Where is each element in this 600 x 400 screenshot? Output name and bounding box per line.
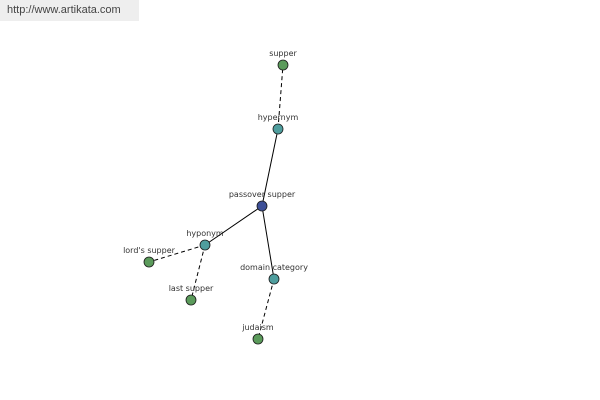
node-hypernym[interactable]: hypernym — [258, 113, 299, 135]
node-hyponym[interactable]: hyponym — [186, 229, 224, 251]
node-label-hypernym: hypernym — [258, 113, 299, 122]
edge-hyponym-to-last-supper — [190, 244, 206, 301]
node-label-lords-supper: lord's supper — [123, 246, 176, 255]
node-marker-hyponym[interactable] — [199, 239, 211, 251]
edge-passover-supper-to-hypernym — [261, 128, 279, 207]
node-marker-last-supper[interactable] — [185, 294, 197, 306]
node-label-domain-category: domain category — [240, 263, 308, 272]
node-marker-domain-category[interactable] — [268, 273, 280, 285]
source-url-text[interactable]: http://www.artikata.com — [7, 4, 121, 16]
node-last-supper[interactable]: last supper — [169, 284, 214, 306]
node-marker-passover-supper[interactable] — [256, 200, 268, 212]
edge-hyponym-to-lords-supper — [148, 244, 206, 263]
node-supper[interactable]: supper — [269, 49, 298, 71]
node-judaism[interactable]: judaism — [241, 323, 274, 345]
source-url-banner[interactable]: http://www.artikata.com — [0, 0, 139, 21]
edges-layer — [148, 64, 284, 340]
node-label-passover-supper: passover supper — [229, 190, 296, 199]
node-marker-supper[interactable] — [277, 59, 289, 71]
nodes-layer: supper hypernym passover supper hyponym lord… — [123, 49, 308, 345]
node-label-hyponym: hyponym — [186, 229, 224, 238]
node-marker-lords-supper[interactable] — [143, 256, 155, 268]
node-domain-category[interactable]: domain category — [240, 263, 308, 285]
edge-passover-supper-to-hyponym — [204, 205, 263, 246]
edge-domain-category-to-judaism — [257, 278, 275, 340]
node-marker-judaism[interactable] — [252, 333, 264, 345]
node-marker-hypernym[interactable] — [272, 123, 284, 135]
edge-hypernym-to-supper — [277, 64, 284, 130]
node-label-judaism: judaism — [241, 323, 274, 332]
node-passover-supper[interactable]: passover supper — [229, 190, 296, 212]
node-lords-supper[interactable]: lord's supper — [123, 246, 176, 268]
node-label-last-supper: last supper — [169, 284, 214, 293]
edge-passover-supper-to-domain-category — [261, 205, 275, 280]
node-label-supper: supper — [269, 49, 297, 58]
